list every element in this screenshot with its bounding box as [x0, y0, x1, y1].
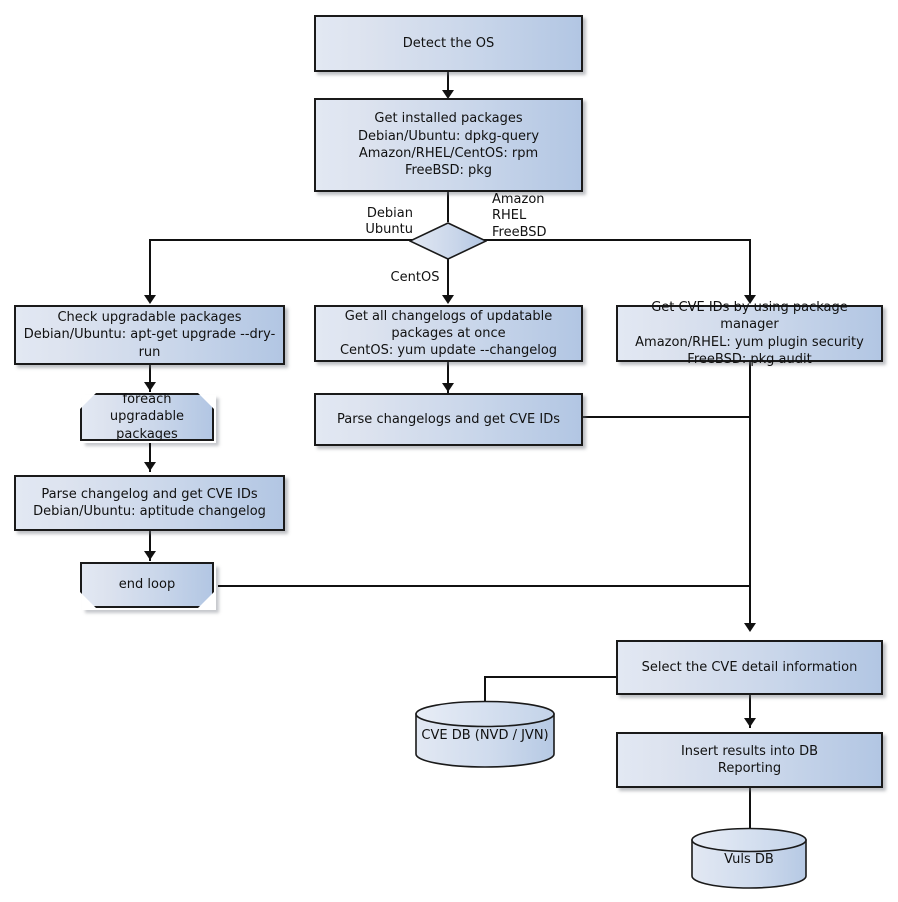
node-insert-results-into-db-label: Insert results into DB Reporting	[680, 743, 819, 776]
connector-detect-to-getinstalled	[447, 72, 449, 92]
node-get-cve-ids-package-manager-label: Get CVE IDs by using package manager Ama…	[635, 299, 864, 367]
node-foreach-loop-start-label: foreach upgradable packages	[109, 392, 185, 442]
node-insert-results-into-db[interactable]: Insert results into DB Reporting	[616, 732, 883, 788]
node-detect-os[interactable]: Detect the OS	[314, 15, 583, 72]
arrow-parse-changelog	[144, 462, 156, 471]
connector-branch-left	[149, 239, 151, 297]
node-get-all-changelogs-label: Get all changelogs of updatable packages…	[339, 308, 558, 359]
arrow-getinstalled	[442, 90, 454, 99]
branch-label-down: CentOS	[390, 270, 440, 285]
node-get-cve-ids-package-manager[interactable]: Get CVE IDs by using package manager Ama…	[616, 300, 883, 367]
node-vuls-database-label: Vuls DB	[724, 852, 774, 867]
branch-label-right: Amazon RHEL FreeBSD	[492, 192, 547, 240]
connector-changelogs-to-parse	[447, 362, 449, 393]
arrow-get-cve-ids-pm	[744, 295, 756, 304]
node-get-all-changelogs[interactable]: Get all changelogs of updatable packages…	[314, 305, 583, 362]
connector-getinstalled-to-decision	[447, 192, 449, 222]
node-parse-changelogs-label: Parse changelogs and get CVE IDs	[336, 411, 561, 427]
arrow-end-loop	[144, 551, 156, 560]
node-end-loop[interactable]: end loop	[80, 562, 214, 608]
connector-branch-right	[749, 239, 751, 297]
arrow-insert-results	[744, 718, 756, 727]
node-parse-changelogs[interactable]: Parse changelogs and get CVE IDs	[314, 393, 583, 446]
node-cve-database-label: CVE DB (NVD / JVN)	[421, 728, 549, 743]
node-os-decision[interactable]	[409, 222, 487, 260]
connector-selectcve-to-cvedb-h	[484, 676, 617, 678]
node-parse-changelog[interactable]: Parse changelog and get CVE IDs Debian/U…	[14, 475, 285, 531]
node-get-installed-packages-label: Get installed packages Debian/Ubuntu: dp…	[357, 111, 540, 179]
node-vuls-database[interactable]: Vuls DB	[690, 827, 808, 889]
node-parse-changelog-label: Parse changelog and get CVE IDs Debian/U…	[33, 486, 266, 519]
node-detect-os-label: Detect the OS	[402, 35, 495, 51]
connector-parse-to-endloop	[149, 531, 151, 561]
node-select-cve-detail[interactable]: Select the CVE detail information	[616, 640, 883, 695]
node-check-upgradable-packages[interactable]: Check upgradable packages Debian/Ubuntu:…	[14, 305, 285, 365]
branch-label-left: Debian Ubuntu	[365, 206, 413, 238]
connector-parsechangelogs-to-main	[583, 416, 751, 418]
connector-foreach-to-parse	[149, 443, 151, 472]
connector-main-vertical	[749, 362, 751, 625]
node-end-loop-label: end loop	[118, 577, 176, 593]
connector-selectcve-to-cvedb-v	[484, 676, 486, 708]
connector-selectcve-to-insert	[749, 695, 751, 728]
node-get-installed-packages[interactable]: Get installed packages Debian/Ubuntu: dp…	[314, 98, 583, 192]
connector-insert-to-vulsdb	[749, 788, 751, 830]
arrow-foreach	[144, 382, 156, 391]
arrow-select-cve	[744, 623, 756, 632]
connector-endloop-to-main	[218, 585, 751, 587]
connector-check-to-foreach	[149, 365, 151, 392]
node-select-cve-detail-label: Select the CVE detail information	[641, 659, 858, 675]
node-check-upgradable-packages-label: Check upgradable packages Debian/Ubuntu:…	[23, 310, 276, 360]
arrow-check-upgradable	[144, 295, 156, 304]
arrow-parse-changelogs	[442, 383, 454, 392]
arrow-get-all-changelogs	[442, 295, 454, 304]
node-foreach-loop-start[interactable]: foreach upgradable packages	[80, 393, 214, 441]
connector-branch-center	[447, 258, 449, 297]
node-cve-database[interactable]: CVE DB (NVD / JVN)	[414, 700, 556, 768]
